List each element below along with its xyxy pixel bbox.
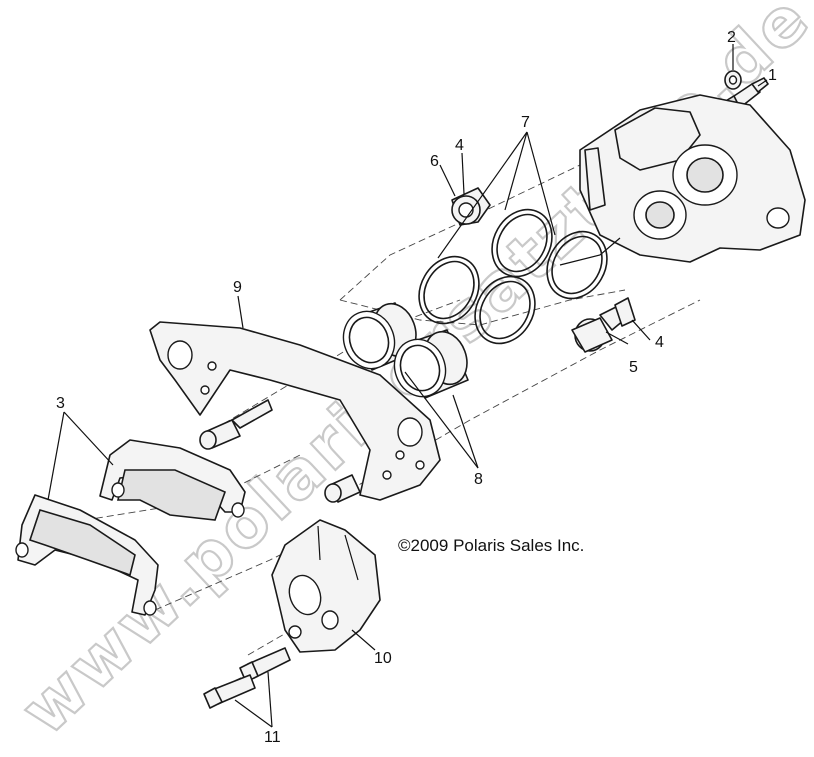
brake-pads [15,439,246,616]
callout-labels: 1 2 3 4 4 5 6 7 8 9 10 11 [56,29,777,746]
leader-lines [47,44,768,728]
bleeder-cap [724,70,742,90]
upper-bushing [451,187,491,226]
callout-6: 6 [430,153,439,170]
piston-seal-rings [418,208,608,345]
mounting-bolts [203,647,291,709]
callout-8: 8 [474,471,483,488]
caliper-body [559,94,806,266]
callout-10: 10 [374,650,392,667]
copyright-notice: ©2009 Polaris Sales Inc. [398,536,584,555]
callout-7: 7 [521,114,530,131]
mounting-adapter [271,519,381,653]
callout-4-upper: 4 [455,137,464,154]
caliper-bracket [149,321,441,503]
callout-3: 3 [56,395,65,412]
callout-11: 11 [264,729,281,746]
callout-4-lower: 4 [655,334,664,351]
callout-2: 2 [727,29,736,46]
pistons [342,302,469,399]
callout-1: 1 [768,67,777,84]
callout-5: 5 [629,359,638,376]
callout-9: 9 [233,279,242,296]
lower-bushing-and-pin [571,297,636,353]
